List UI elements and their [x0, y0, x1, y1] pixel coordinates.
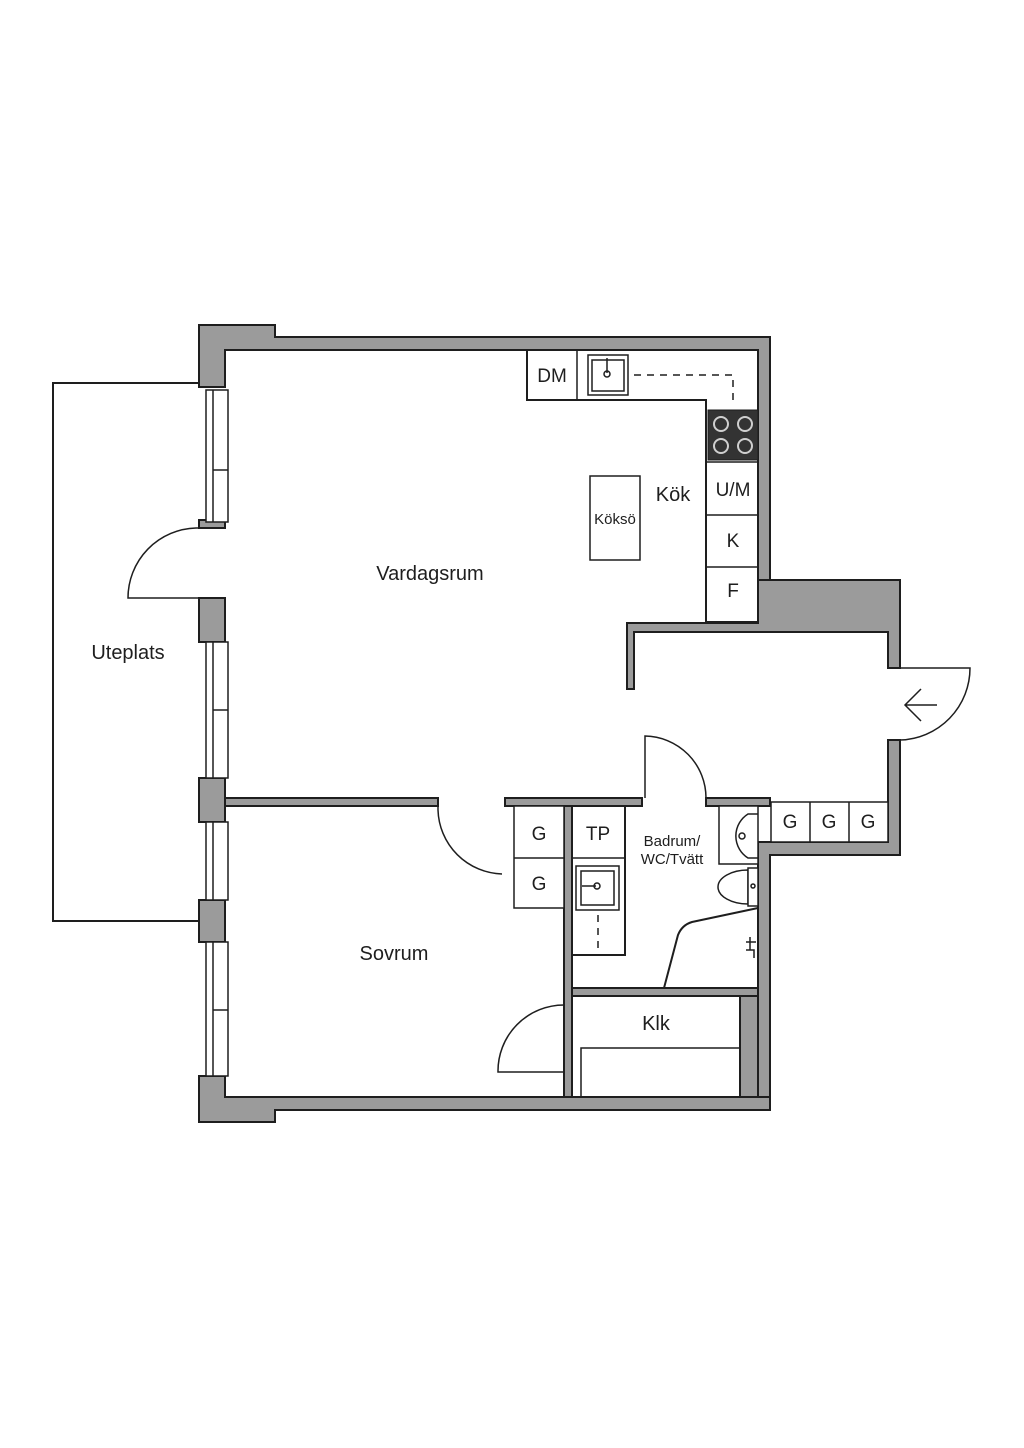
kitchen-counter — [526, 350, 758, 623]
room-label-closet: Klk — [642, 1013, 671, 1035]
wardrobe-label: G — [822, 812, 837, 833]
stove-icon — [707, 409, 759, 461]
sink-icon — [575, 865, 620, 911]
freezer-label: F — [727, 581, 739, 602]
entrance-arrow-icon — [903, 688, 937, 722]
micro-oven-label: U/M — [716, 480, 751, 501]
doors — [127, 527, 971, 1073]
dryer-label: TP — [586, 824, 610, 845]
washbasin-icon — [718, 805, 759, 865]
wardrobe-label: G — [783, 812, 798, 833]
room-label-bathroom-line1: Badrum/ — [644, 833, 702, 850]
room-label-patio: Uteplats — [91, 642, 164, 664]
room-label-bathroom-line2: WC/Tvätt — [641, 851, 704, 868]
windows — [205, 389, 229, 1077]
room-label-living: Vardagsrum — [376, 563, 483, 585]
dishwasher-label: DM — [537, 366, 567, 387]
island-label: Köksö — [594, 511, 636, 528]
wardrobe-label: G — [861, 812, 876, 833]
partitions — [224, 797, 771, 1098]
wardrobe-label: G — [532, 824, 547, 845]
fridge-label: K — [727, 531, 740, 552]
bathroom-fixtures — [571, 805, 759, 989]
bedroom-wardrobes — [513, 805, 565, 909]
closet-shelf — [580, 1047, 741, 1098]
patio-outline — [52, 382, 200, 922]
hall-wardrobes — [770, 801, 889, 843]
sink-icon — [587, 354, 629, 396]
room-label-kitchen: Kök — [656, 484, 691, 506]
kitchen-island — [589, 475, 641, 561]
walls — [198, 324, 901, 1123]
shower-icon — [663, 907, 759, 989]
wardrobe-label: G — [532, 874, 547, 895]
room-label-bedroom: Sovrum — [360, 943, 429, 965]
toilet-icon — [717, 867, 759, 907]
